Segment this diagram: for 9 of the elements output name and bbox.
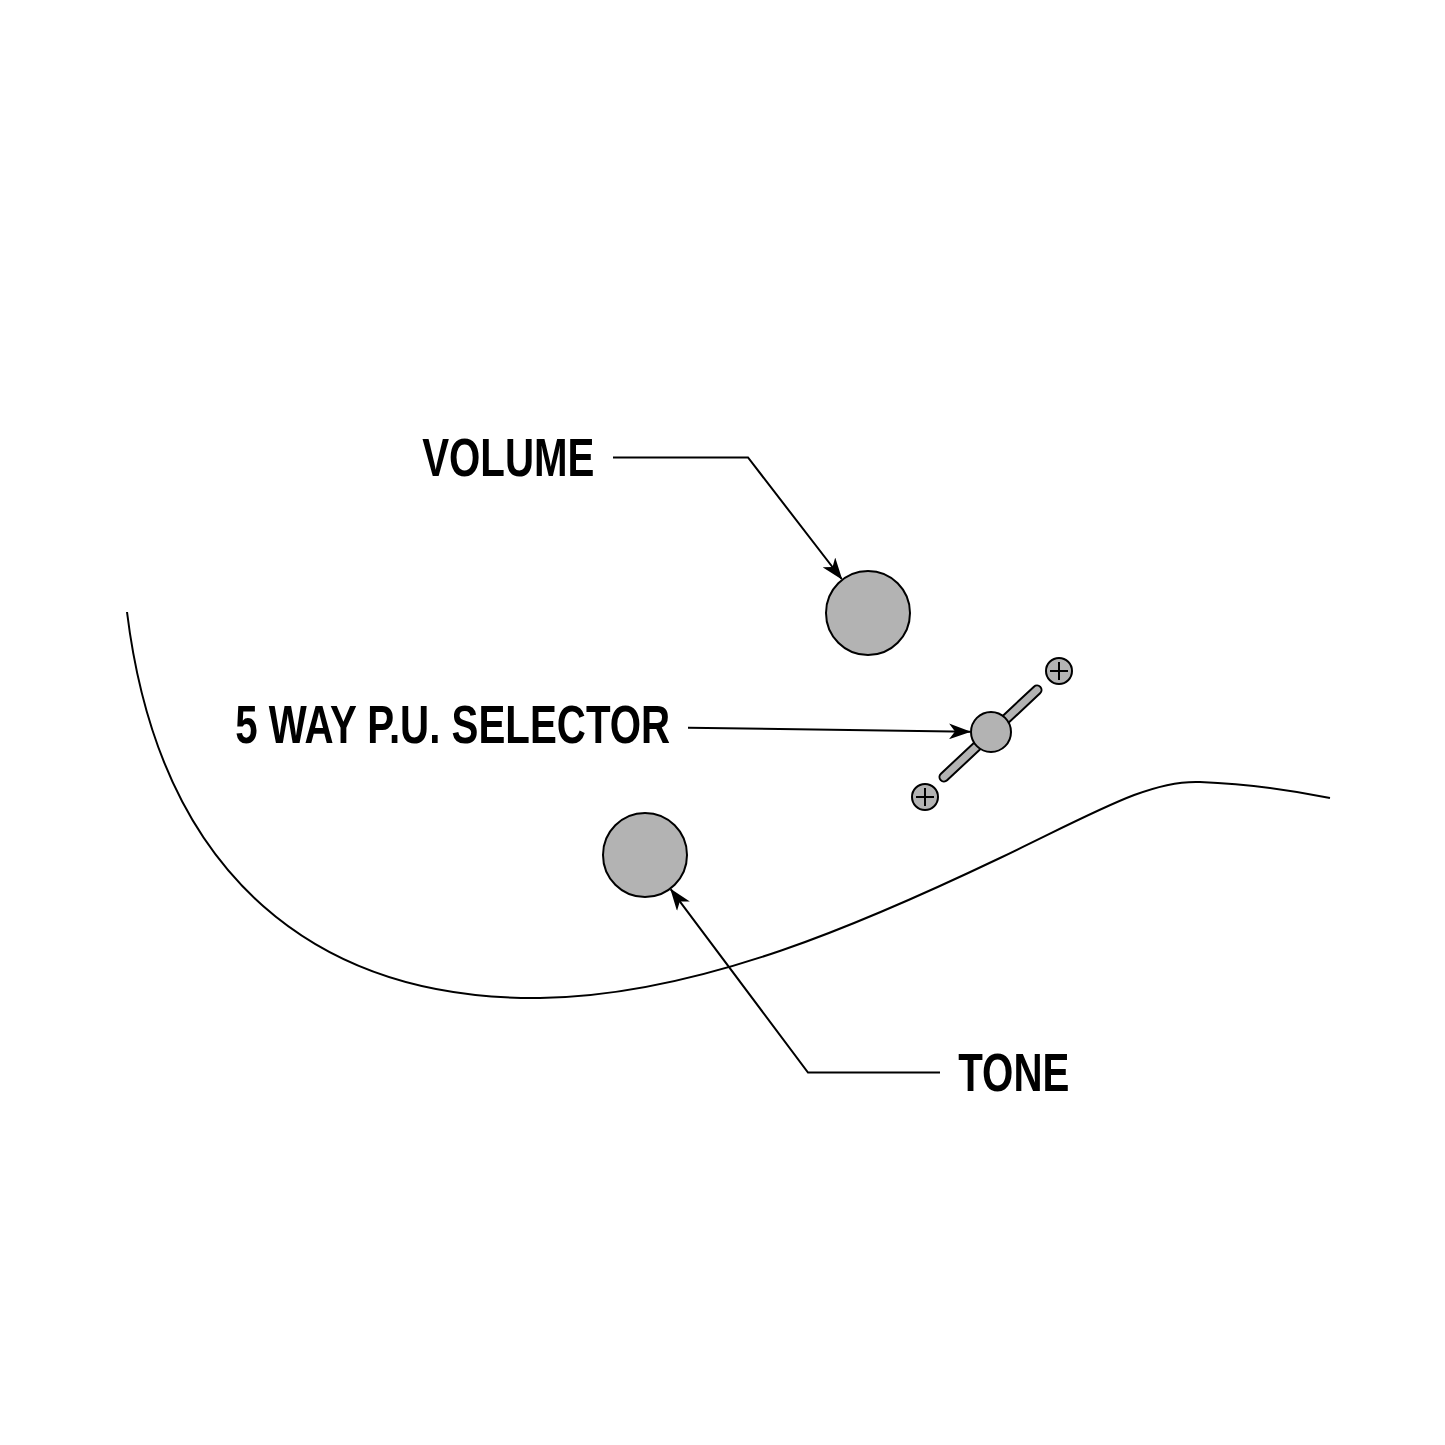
- leader-arrow: [687, 723, 971, 740]
- leader-arrow: [612, 456, 843, 580]
- callout-label: VOLUME: [404, 431, 613, 484]
- callout-label: TONE: [940, 1046, 1088, 1099]
- leader-arrow: [669, 888, 941, 1074]
- selector-switch-knob: [970, 711, 1012, 753]
- callout-label: 5 WAY P.U. SELECTOR: [216, 698, 688, 751]
- control-knob: [825, 570, 911, 656]
- control-knob: [602, 812, 688, 898]
